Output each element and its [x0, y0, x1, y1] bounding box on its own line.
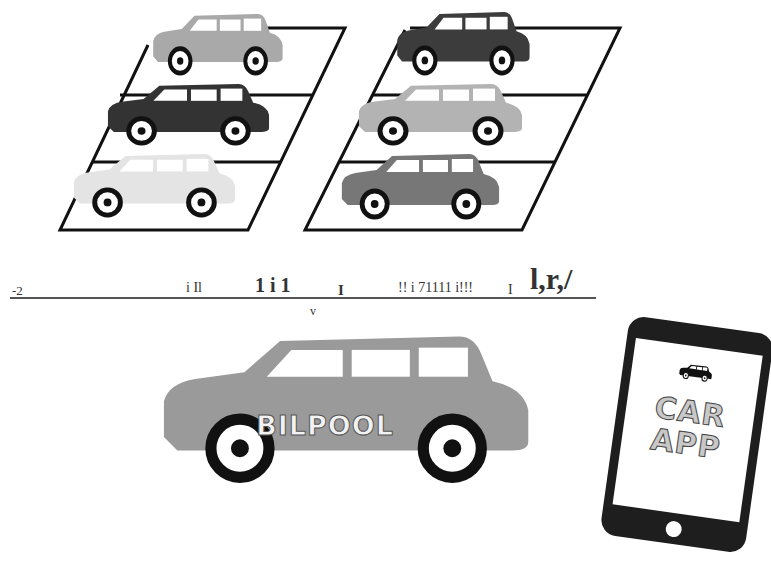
parked-car: [359, 84, 522, 143]
node-label: CAR APP: [634, 389, 742, 465]
noise-text: I: [508, 282, 513, 298]
rule-line: [10, 297, 596, 299]
phone-screen: [613, 338, 763, 522]
car-body: [164, 336, 528, 477]
parked-car: [153, 14, 282, 73]
noise-text: 1 i 1: [255, 274, 291, 297]
node-label: BILPOOL: [155, 412, 495, 440]
parked-car: [342, 154, 499, 217]
parked-car: [108, 84, 269, 143]
phone-frame: [599, 315, 771, 554]
car-icon: [679, 363, 713, 382]
noise-text: I: [338, 282, 344, 299]
carpool-car: BILPOOL: [155, 332, 535, 484]
parked-car: [397, 12, 529, 73]
noise-text: !! i 71111 i!!!: [398, 280, 473, 296]
noise-text: l,r,/: [530, 262, 572, 296]
car-outline: [155, 332, 535, 484]
noise-text: v: [310, 304, 316, 319]
home-button: [665, 520, 683, 538]
noise-text: -2: [12, 283, 23, 299]
phone-app: CAR APP: [597, 313, 771, 557]
noise-text: i Il: [186, 280, 202, 296]
parked-car: [74, 154, 235, 215]
